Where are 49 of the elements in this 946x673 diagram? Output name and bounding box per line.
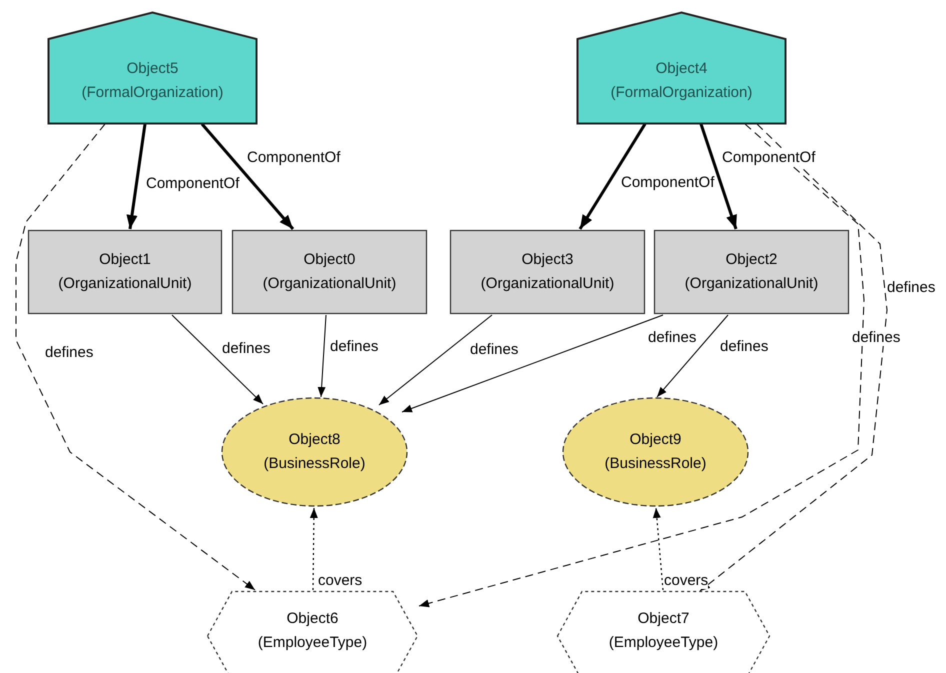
arrow xyxy=(172,314,264,404)
arrow xyxy=(16,124,256,590)
node-type: (EmployeeType) xyxy=(608,633,718,653)
edge-label: ComponentOf xyxy=(247,149,340,166)
node-name: Object4 xyxy=(656,59,708,79)
arrow xyxy=(402,314,664,412)
node-name: Object1 xyxy=(99,250,151,270)
node-name: Object5 xyxy=(126,59,178,79)
unit-box xyxy=(654,230,849,314)
unit-box xyxy=(232,230,427,314)
unit-box xyxy=(28,230,222,314)
organization-node xyxy=(48,12,257,124)
organization-node xyxy=(577,12,786,124)
node-type: (OrganizationalUnit) xyxy=(58,274,192,294)
node-type: (FormalOrganization) xyxy=(610,83,752,103)
arrow xyxy=(656,314,728,398)
node-name: Object2 xyxy=(726,250,778,270)
edge-label: ComponentOf xyxy=(722,149,816,166)
node-name: Object6 xyxy=(286,609,338,629)
edge-label: ComponentOf xyxy=(621,174,714,191)
arrow xyxy=(126,124,146,230)
edge-label: ComponentOf xyxy=(146,175,240,192)
arrow xyxy=(700,124,738,230)
node-type: (EmployeeType) xyxy=(258,633,368,653)
node-name: Object0 xyxy=(304,250,356,270)
arrow xyxy=(700,124,888,592)
employee-type-hexagon xyxy=(557,591,770,673)
arrow xyxy=(652,508,664,590)
node-name: Object8 xyxy=(288,430,340,450)
node-type: (FormalOrganization) xyxy=(82,83,224,103)
node-type: (OrganizationalUnit) xyxy=(684,274,818,294)
role-ellipse xyxy=(562,397,749,507)
node-type: (BusinessRole) xyxy=(604,454,706,474)
unit-box xyxy=(450,230,645,314)
node-name: Object7 xyxy=(638,609,690,629)
arrow xyxy=(578,123,646,230)
node-name: Object9 xyxy=(630,430,682,450)
role-ellipse xyxy=(221,397,408,507)
node-name: Object3 xyxy=(522,250,574,270)
arrow xyxy=(310,508,318,590)
employee-type-hexagon xyxy=(207,591,418,673)
arrow xyxy=(200,123,294,230)
node-type: (BusinessRole) xyxy=(264,454,366,474)
arrow xyxy=(418,124,864,608)
node-type: (OrganizationalUnit) xyxy=(480,274,614,294)
arrow xyxy=(318,314,326,398)
edge-label: defines xyxy=(852,329,900,346)
arrow xyxy=(378,314,492,406)
node-type: (OrganizationalUnit) xyxy=(262,274,396,294)
